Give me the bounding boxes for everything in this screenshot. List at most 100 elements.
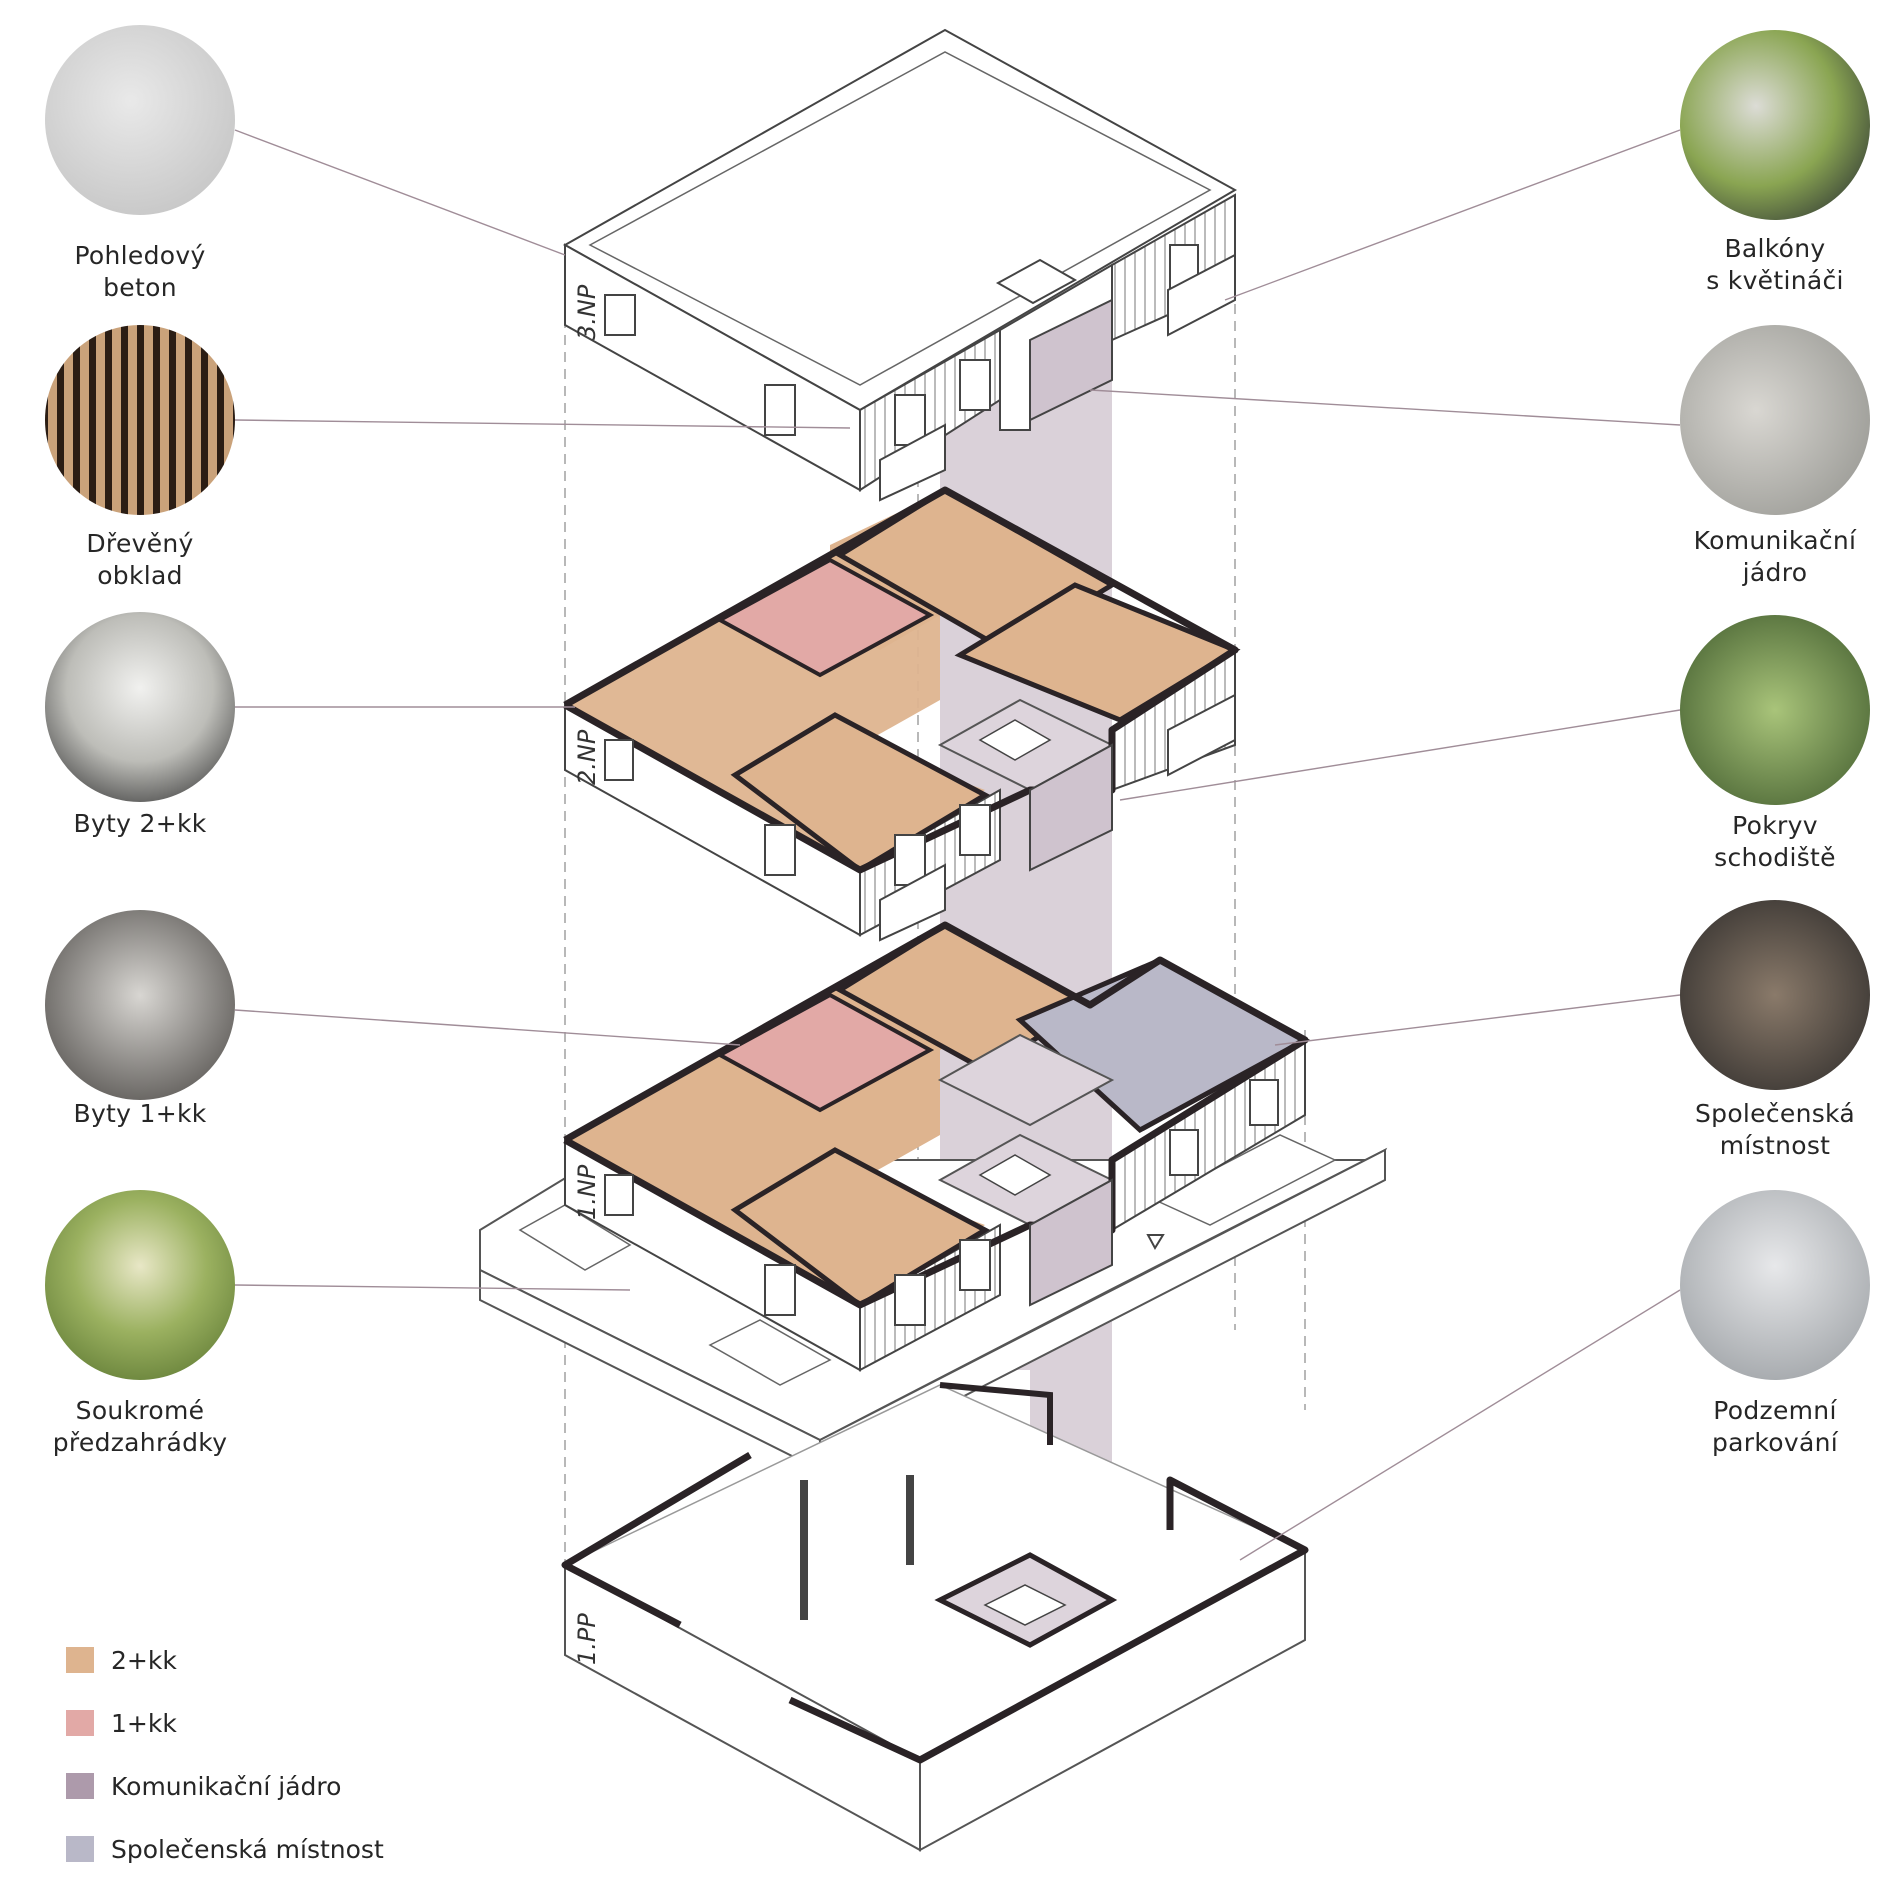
floor-3np bbox=[562, 28, 1238, 502]
balcony-planter bbox=[879, 423, 946, 502]
callout-podzemni-parkovani: Podzemní parkování bbox=[1645, 1395, 1900, 1459]
material-circles bbox=[45, 25, 1870, 1380]
zone-2kk-south bbox=[730, 712, 991, 874]
roof-parapet bbox=[588, 51, 1212, 386]
callout-line: parkování bbox=[1712, 1428, 1838, 1457]
balcony-planter bbox=[1167, 253, 1236, 337]
callout-pokryv-schodiste: Pokryv schodiště bbox=[1645, 810, 1900, 874]
window bbox=[604, 739, 634, 781]
front-garden bbox=[518, 1204, 632, 1271]
window bbox=[764, 1264, 796, 1316]
parking-wall bbox=[788, 1476, 1309, 1764]
floor-tag-1np: 1.NP bbox=[573, 1164, 601, 1220]
callout-line: Balkóny bbox=[1724, 234, 1826, 263]
stair-void bbox=[983, 1584, 1067, 1626]
leader-lines bbox=[234, 129, 1681, 1561]
window bbox=[959, 359, 991, 411]
window bbox=[764, 824, 796, 876]
wood-cladding-icon bbox=[45, 325, 235, 515]
callout-line: jádro bbox=[1742, 558, 1808, 587]
legend: 2+kk 1+kk Komunikační jádro Společenská … bbox=[66, 1645, 384, 1897]
floor-tags: 3.NP 2.NP 1.NP 1.PP bbox=[573, 284, 601, 1665]
callout-pohledovy-beton: Pohledový beton bbox=[10, 240, 270, 304]
front-garden bbox=[1153, 1134, 1337, 1226]
window bbox=[604, 294, 636, 336]
callout-line: Soukromé bbox=[75, 1396, 205, 1425]
callout-line: beton bbox=[103, 273, 177, 302]
callout-line: s květináči bbox=[1706, 266, 1844, 295]
callout-line: Pohledový bbox=[74, 241, 206, 270]
legend-item-common-room: Společenská místnost bbox=[66, 1834, 384, 1864]
legend-item-1kk: 1+kk bbox=[66, 1708, 384, 1738]
zone-1kk bbox=[715, 992, 935, 1113]
window bbox=[1169, 1129, 1199, 1176]
core-hatched-wall bbox=[1029, 743, 1113, 872]
callout-predzahradky: Soukromé předzahrádky bbox=[10, 1395, 270, 1459]
parking-wall bbox=[939, 1382, 1053, 1445]
callout-line: Komunikační bbox=[1693, 526, 1857, 555]
callout-line: obklad bbox=[97, 561, 183, 590]
green-balcony-photo-icon bbox=[1680, 30, 1870, 220]
window bbox=[1249, 1079, 1279, 1126]
callout-spolecenska-mistnost: Společenská místnost bbox=[1645, 1098, 1900, 1162]
callout-byty-1kk: Byty 1+kk bbox=[10, 1098, 270, 1130]
callout-line: schodiště bbox=[1714, 843, 1836, 872]
zone-1kk bbox=[715, 557, 935, 678]
legend-swatch bbox=[66, 1647, 94, 1673]
stair-void bbox=[978, 719, 1052, 761]
staircase-photo-icon bbox=[1680, 325, 1870, 515]
green-facade-photo-icon bbox=[1680, 615, 1870, 805]
core-lobby bbox=[937, 1033, 1115, 1127]
legend-item-core: Komunikační jádro bbox=[66, 1771, 384, 1801]
legend-label: 1+kk bbox=[111, 1708, 177, 1738]
loft-photo-icon bbox=[45, 910, 235, 1100]
roof-hatch bbox=[995, 258, 1078, 305]
floor-tag-2np: 2.NP bbox=[573, 729, 601, 785]
legend-label: Společenská místnost bbox=[111, 1834, 384, 1864]
parking-photo-icon bbox=[1680, 1190, 1870, 1380]
floor-2np bbox=[563, 486, 1241, 942]
callout-byty-2kk: Byty 2+kk bbox=[10, 808, 270, 840]
callout-line: Podzemní bbox=[1713, 1396, 1837, 1425]
entrance-marker-icon bbox=[1146, 1234, 1165, 1251]
concrete-texture-icon bbox=[45, 25, 235, 215]
floor-tag-1pp: 1.PP bbox=[573, 1613, 601, 1665]
floor-1np bbox=[479, 921, 1388, 1472]
core-hatched-wall bbox=[1029, 1178, 1113, 1307]
front-garden bbox=[708, 1319, 832, 1386]
callout-line: Pokryv bbox=[1732, 811, 1818, 840]
callout-line: Dřevěný bbox=[86, 529, 194, 558]
callout-balkony: Balkóny s květináči bbox=[1645, 233, 1900, 297]
floor-tag-3np: 3.NP bbox=[573, 284, 601, 340]
window bbox=[894, 394, 926, 446]
living-room-photo-icon bbox=[45, 612, 235, 802]
garden-photo-icon bbox=[45, 1190, 235, 1380]
callout-line: předzahrádky bbox=[52, 1428, 228, 1457]
callout-dreveny-obklad: Dřevěný obklad bbox=[10, 528, 270, 592]
callout-komunikacni-jadro: Komunikační jádro bbox=[1645, 525, 1900, 589]
gym-photo-icon bbox=[1680, 900, 1870, 1090]
zone-2kk-south bbox=[730, 1147, 991, 1309]
legend-swatch bbox=[66, 1773, 94, 1799]
window bbox=[604, 1174, 634, 1216]
stair-void bbox=[978, 1154, 1052, 1196]
legend-item-2kk: 2+kk bbox=[66, 1645, 384, 1675]
legend-swatch bbox=[66, 1710, 94, 1736]
floor-outline-1np bbox=[563, 921, 1309, 1309]
window bbox=[959, 1239, 991, 1291]
parking-wall bbox=[561, 1451, 752, 1629]
legend-label: Komunikační jádro bbox=[111, 1771, 342, 1801]
legend-swatch bbox=[66, 1836, 94, 1862]
balcony-planter bbox=[1167, 693, 1236, 777]
balcony-planter bbox=[879, 863, 946, 942]
legend-label: 2+kk bbox=[111, 1645, 177, 1675]
window bbox=[959, 804, 991, 856]
window bbox=[894, 1274, 926, 1326]
floor-1pp bbox=[561, 1382, 1309, 1852]
callout-line: Společenská bbox=[1694, 1099, 1855, 1128]
callout-line: místnost bbox=[1719, 1131, 1831, 1160]
callout-line: Byty 1+kk bbox=[73, 1099, 207, 1128]
callout-line: Byty 2+kk bbox=[73, 809, 207, 838]
